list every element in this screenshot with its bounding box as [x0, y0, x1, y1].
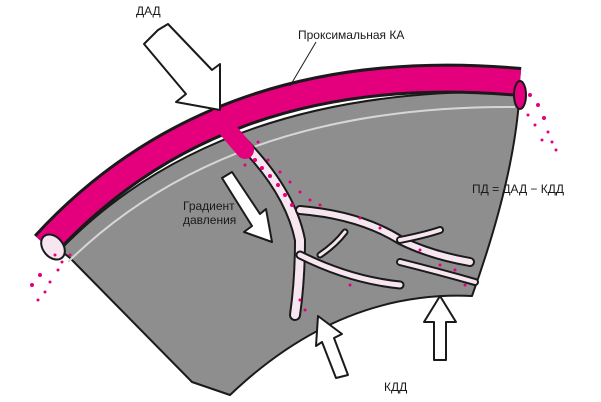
gradient-arrow: [221, 171, 273, 243]
myocardium-wall: [59, 90, 521, 396]
gradient-label-line2: давления: [183, 213, 237, 227]
kdd-arrow-left: [315, 315, 349, 379]
kdd-label: КДД: [384, 380, 408, 394]
gradient-label: Градиент давления: [183, 199, 236, 227]
endocardial-line: [67, 105, 516, 263]
proximal-artery-label: Проксимальная КА: [298, 28, 405, 42]
kdd-arrow-right: [423, 295, 457, 361]
microvessels: [234, 134, 479, 321]
arrows: [143, 23, 457, 379]
gradient-label-line1: Градиент: [183, 199, 235, 213]
proximal-leader-line: [289, 41, 317, 87]
proximal-artery-lumen: [36, 66, 522, 254]
artery-branch: [209, 109, 254, 159]
artery-end-cap: [513, 80, 527, 110]
pd-formula-label: ПД = ДАД − КДД: [472, 182, 565, 196]
dad-label: ДАД: [136, 4, 161, 18]
dad-arrow: [143, 23, 221, 111]
artery-open-end: [40, 233, 66, 261]
pink-dots: [30, 93, 558, 312]
